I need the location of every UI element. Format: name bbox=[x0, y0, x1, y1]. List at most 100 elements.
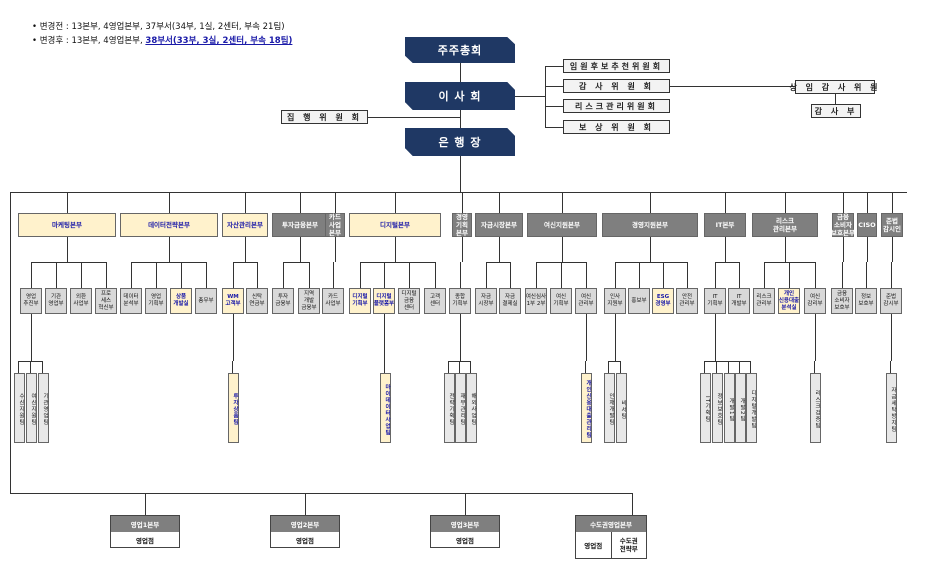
dept-connector bbox=[156, 262, 157, 288]
team-drop bbox=[18, 361, 19, 373]
hq-connector bbox=[499, 192, 500, 213]
team-credit-0: 개인신용대출관리팀 bbox=[581, 373, 592, 443]
hq-down bbox=[892, 237, 893, 262]
sales-hq-3-name: 영업3본부 bbox=[431, 516, 499, 532]
team-connector bbox=[233, 314, 234, 361]
line-s4 bbox=[632, 493, 633, 515]
team-it-4: 디지털개발팀 bbox=[746, 373, 757, 443]
hq-connector bbox=[300, 192, 301, 213]
dept-connector bbox=[586, 262, 587, 288]
line-committee-vert bbox=[545, 66, 546, 127]
dept-bus bbox=[615, 262, 688, 263]
dept-connector bbox=[283, 262, 284, 288]
dept-7-1: 자금 결제실 bbox=[499, 288, 521, 314]
sales-hq-4-strategy: 수도권 전략부 bbox=[619, 537, 638, 553]
team-drop bbox=[750, 361, 751, 373]
dept-9-0: 인사 지원부 bbox=[604, 288, 626, 314]
team-connector bbox=[31, 314, 32, 361]
team-connector bbox=[891, 314, 892, 361]
hq-2: 자산관리본부 bbox=[222, 213, 268, 237]
dept-11-2: 여신 감리부 bbox=[804, 288, 826, 314]
hq-10: IT본부 bbox=[704, 213, 746, 237]
dept-bus bbox=[764, 262, 816, 263]
line-c2 bbox=[545, 86, 563, 87]
dept-2-1: 신탁 연금부 bbox=[246, 288, 268, 314]
team-drop bbox=[384, 361, 385, 373]
dept-connector bbox=[764, 262, 765, 288]
line-board-ceo bbox=[460, 110, 461, 128]
dept-13-0: 정보 보호부 bbox=[855, 288, 877, 314]
dept-connector bbox=[206, 262, 207, 288]
hq-connector bbox=[169, 192, 170, 213]
hq-connector bbox=[395, 192, 396, 213]
dept-0-1: 기관 영업부 bbox=[45, 288, 67, 314]
hq-down bbox=[300, 237, 301, 262]
team-drop bbox=[890, 361, 891, 373]
dept-connector bbox=[561, 262, 562, 288]
dept-bus bbox=[360, 262, 436, 263]
line-board-right bbox=[515, 96, 545, 97]
board-box: 이 사 회 bbox=[405, 82, 515, 110]
hq-9: 경영지원본부 bbox=[602, 213, 698, 237]
dept-0-2: 외환 사업부 bbox=[70, 288, 92, 314]
hq-13: CISO bbox=[857, 213, 877, 237]
dept-bus bbox=[31, 262, 107, 263]
note-after: • 변경후 : 13본부, 4영업본부, 38부서(33부, 3실, 2센터, … bbox=[32, 34, 292, 48]
line-audit-dept bbox=[835, 94, 836, 104]
line-sh-board bbox=[460, 63, 461, 82]
team-risk-0: 리스크검증팀 bbox=[810, 373, 821, 443]
dept-connector bbox=[891, 262, 892, 288]
dept-connector bbox=[309, 262, 310, 288]
team-it-2: 개발1팀 bbox=[724, 373, 735, 443]
dept-connector bbox=[715, 262, 716, 288]
line-s2 bbox=[305, 493, 306, 515]
hq-down bbox=[650, 237, 651, 262]
team-connector bbox=[586, 314, 587, 361]
left-outline bbox=[10, 192, 11, 493]
dept-5-2: 디지털 금융 센터 bbox=[398, 288, 420, 314]
dept-connector bbox=[615, 262, 616, 288]
dept-5-3: 고객 센터 bbox=[424, 288, 446, 314]
hq-0: 마케팅본부 bbox=[18, 213, 116, 237]
dept-connector bbox=[257, 262, 258, 288]
hq-1: 데이터전략본부 bbox=[120, 213, 218, 237]
hq-connector bbox=[462, 192, 463, 213]
dept-1-0: 데이터 분석부 bbox=[120, 288, 142, 314]
team-drop bbox=[814, 361, 815, 373]
dept-10-1: IT 개발부 bbox=[728, 288, 750, 314]
standing-auditor: 상 임 감 사 위 원 bbox=[789, 80, 878, 94]
dept-9-1: 홍보부 bbox=[628, 288, 650, 314]
team-bus bbox=[608, 361, 621, 362]
hq-down bbox=[562, 237, 563, 262]
shareholders-box: 주주총회 bbox=[405, 37, 515, 63]
note-before: • 변경전 : 13본부, 4영업본부, 37부서(34부, 1실, 2센터, … bbox=[32, 22, 285, 32]
dept-connector bbox=[131, 262, 132, 288]
dept-11-0: 리스크 관리부 bbox=[753, 288, 775, 314]
line-ceo-bus bbox=[460, 156, 461, 192]
team-compliance-0: 자금세탁방지팀 bbox=[886, 373, 897, 443]
dept-3-1: 지역 개발 금융부 bbox=[298, 288, 320, 314]
dept-connector bbox=[384, 262, 385, 288]
team-drop bbox=[728, 361, 729, 373]
team-drop bbox=[704, 361, 705, 373]
dept-0-0: 영업 추진부 bbox=[20, 288, 42, 314]
hq-14: 준법 감시인 bbox=[881, 213, 903, 237]
dept-connector bbox=[106, 262, 107, 288]
team-wm-0: 투자상품팀 bbox=[228, 373, 239, 443]
sales-hq-3-branch: 영업점 bbox=[456, 537, 474, 545]
dept-3-0: 투자 금융부 bbox=[272, 288, 294, 314]
hq-connector bbox=[650, 192, 651, 213]
dept-connector bbox=[435, 262, 436, 288]
hq-7: 자금시장본부 bbox=[475, 213, 523, 237]
sales-hq-2-branch: 영업점 bbox=[296, 537, 314, 545]
compensation-committee: 보 상 위 원 회 bbox=[563, 120, 670, 134]
dept-connector bbox=[842, 262, 843, 288]
team-drop bbox=[716, 361, 717, 373]
dept-bus bbox=[486, 262, 511, 263]
hq-down bbox=[499, 237, 500, 262]
team-drop bbox=[459, 361, 460, 373]
dept-4-0: 카드 사업부 bbox=[322, 288, 344, 314]
dept-connector bbox=[486, 262, 487, 288]
hq-connector bbox=[725, 192, 726, 213]
dept-0-3: 프로 세스 혁신부 bbox=[95, 288, 117, 314]
